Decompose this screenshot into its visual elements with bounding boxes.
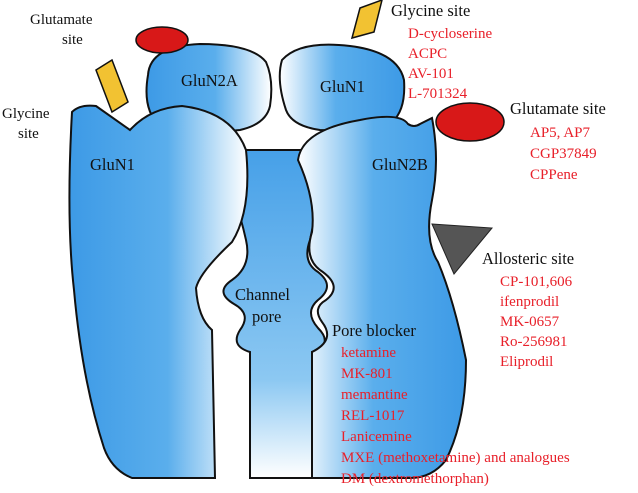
allosteric-drug: ifenprodil — [500, 294, 559, 310]
glycine-site-top-right-marker — [350, 0, 383, 40]
glutamate-drug: CPPene — [530, 167, 578, 183]
label-glutamate-site-top-left-2: site — [62, 32, 83, 48]
label-pore: pore — [252, 307, 281, 326]
glutamate-drug: CGP37849 — [530, 146, 597, 162]
glutamate-site-top-left-marker — [135, 26, 189, 54]
pore-blocker-drug: MXE (methoxetamine) and analogues — [341, 450, 570, 466]
label-glun2a: GluN2A — [181, 71, 238, 90]
label-glun2b: GluN2B — [372, 155, 428, 174]
allosteric-drug: MK-0657 — [500, 314, 560, 330]
glutamate-site-right-marker — [435, 102, 505, 142]
label-glun1-top: GluN1 — [320, 77, 365, 96]
glutamate-drug: AP5, AP7 — [530, 125, 591, 141]
glycine-drug: AV-101 — [408, 66, 454, 82]
label-channel: Channel — [235, 285, 290, 304]
pore-blocker-drug: ketamine — [341, 345, 396, 361]
pore-blocker-drug: Lanicemine — [341, 429, 412, 445]
label-glun1-bottom: GluN1 — [90, 155, 135, 174]
label-glycine-site-top-right: Glycine site — [391, 1, 470, 20]
subunit-glun2b-shape — [296, 115, 468, 479]
pore-blocker-drug: MK-801 — [341, 366, 393, 382]
glycine-site-left-marker — [95, 58, 129, 114]
label-glutamate-site-top-left-1: Glutamate — [30, 12, 93, 28]
label-glutamate-site-right: Glutamate site — [510, 99, 606, 118]
glycine-drug: D-cycloserine — [408, 26, 492, 42]
pore-blocker-drug: memantine — [341, 387, 408, 403]
pore-blocker-drug: REL-1017 — [341, 408, 405, 424]
allosteric-drug: CP-101,606 — [500, 274, 573, 290]
label-glycine-site-left-1: Glycine — [2, 106, 50, 122]
label-pore-blocker: Pore blocker — [332, 321, 416, 340]
label-allosteric-site: Allosteric site — [482, 249, 574, 268]
allosteric-drug: Eliprodil — [500, 354, 553, 370]
pore-blocker-drug: DM (dextromethorphan) — [341, 471, 489, 487]
allosteric-drug: Ro-256981 — [500, 334, 568, 350]
subunit-glun1-bottom-shape — [68, 104, 249, 479]
glycine-drug: L-701324 — [408, 86, 468, 102]
label-glycine-site-left-2: site — [18, 126, 39, 142]
glycine-drug: ACPC — [408, 46, 447, 62]
allosteric-site-marker — [431, 223, 494, 275]
